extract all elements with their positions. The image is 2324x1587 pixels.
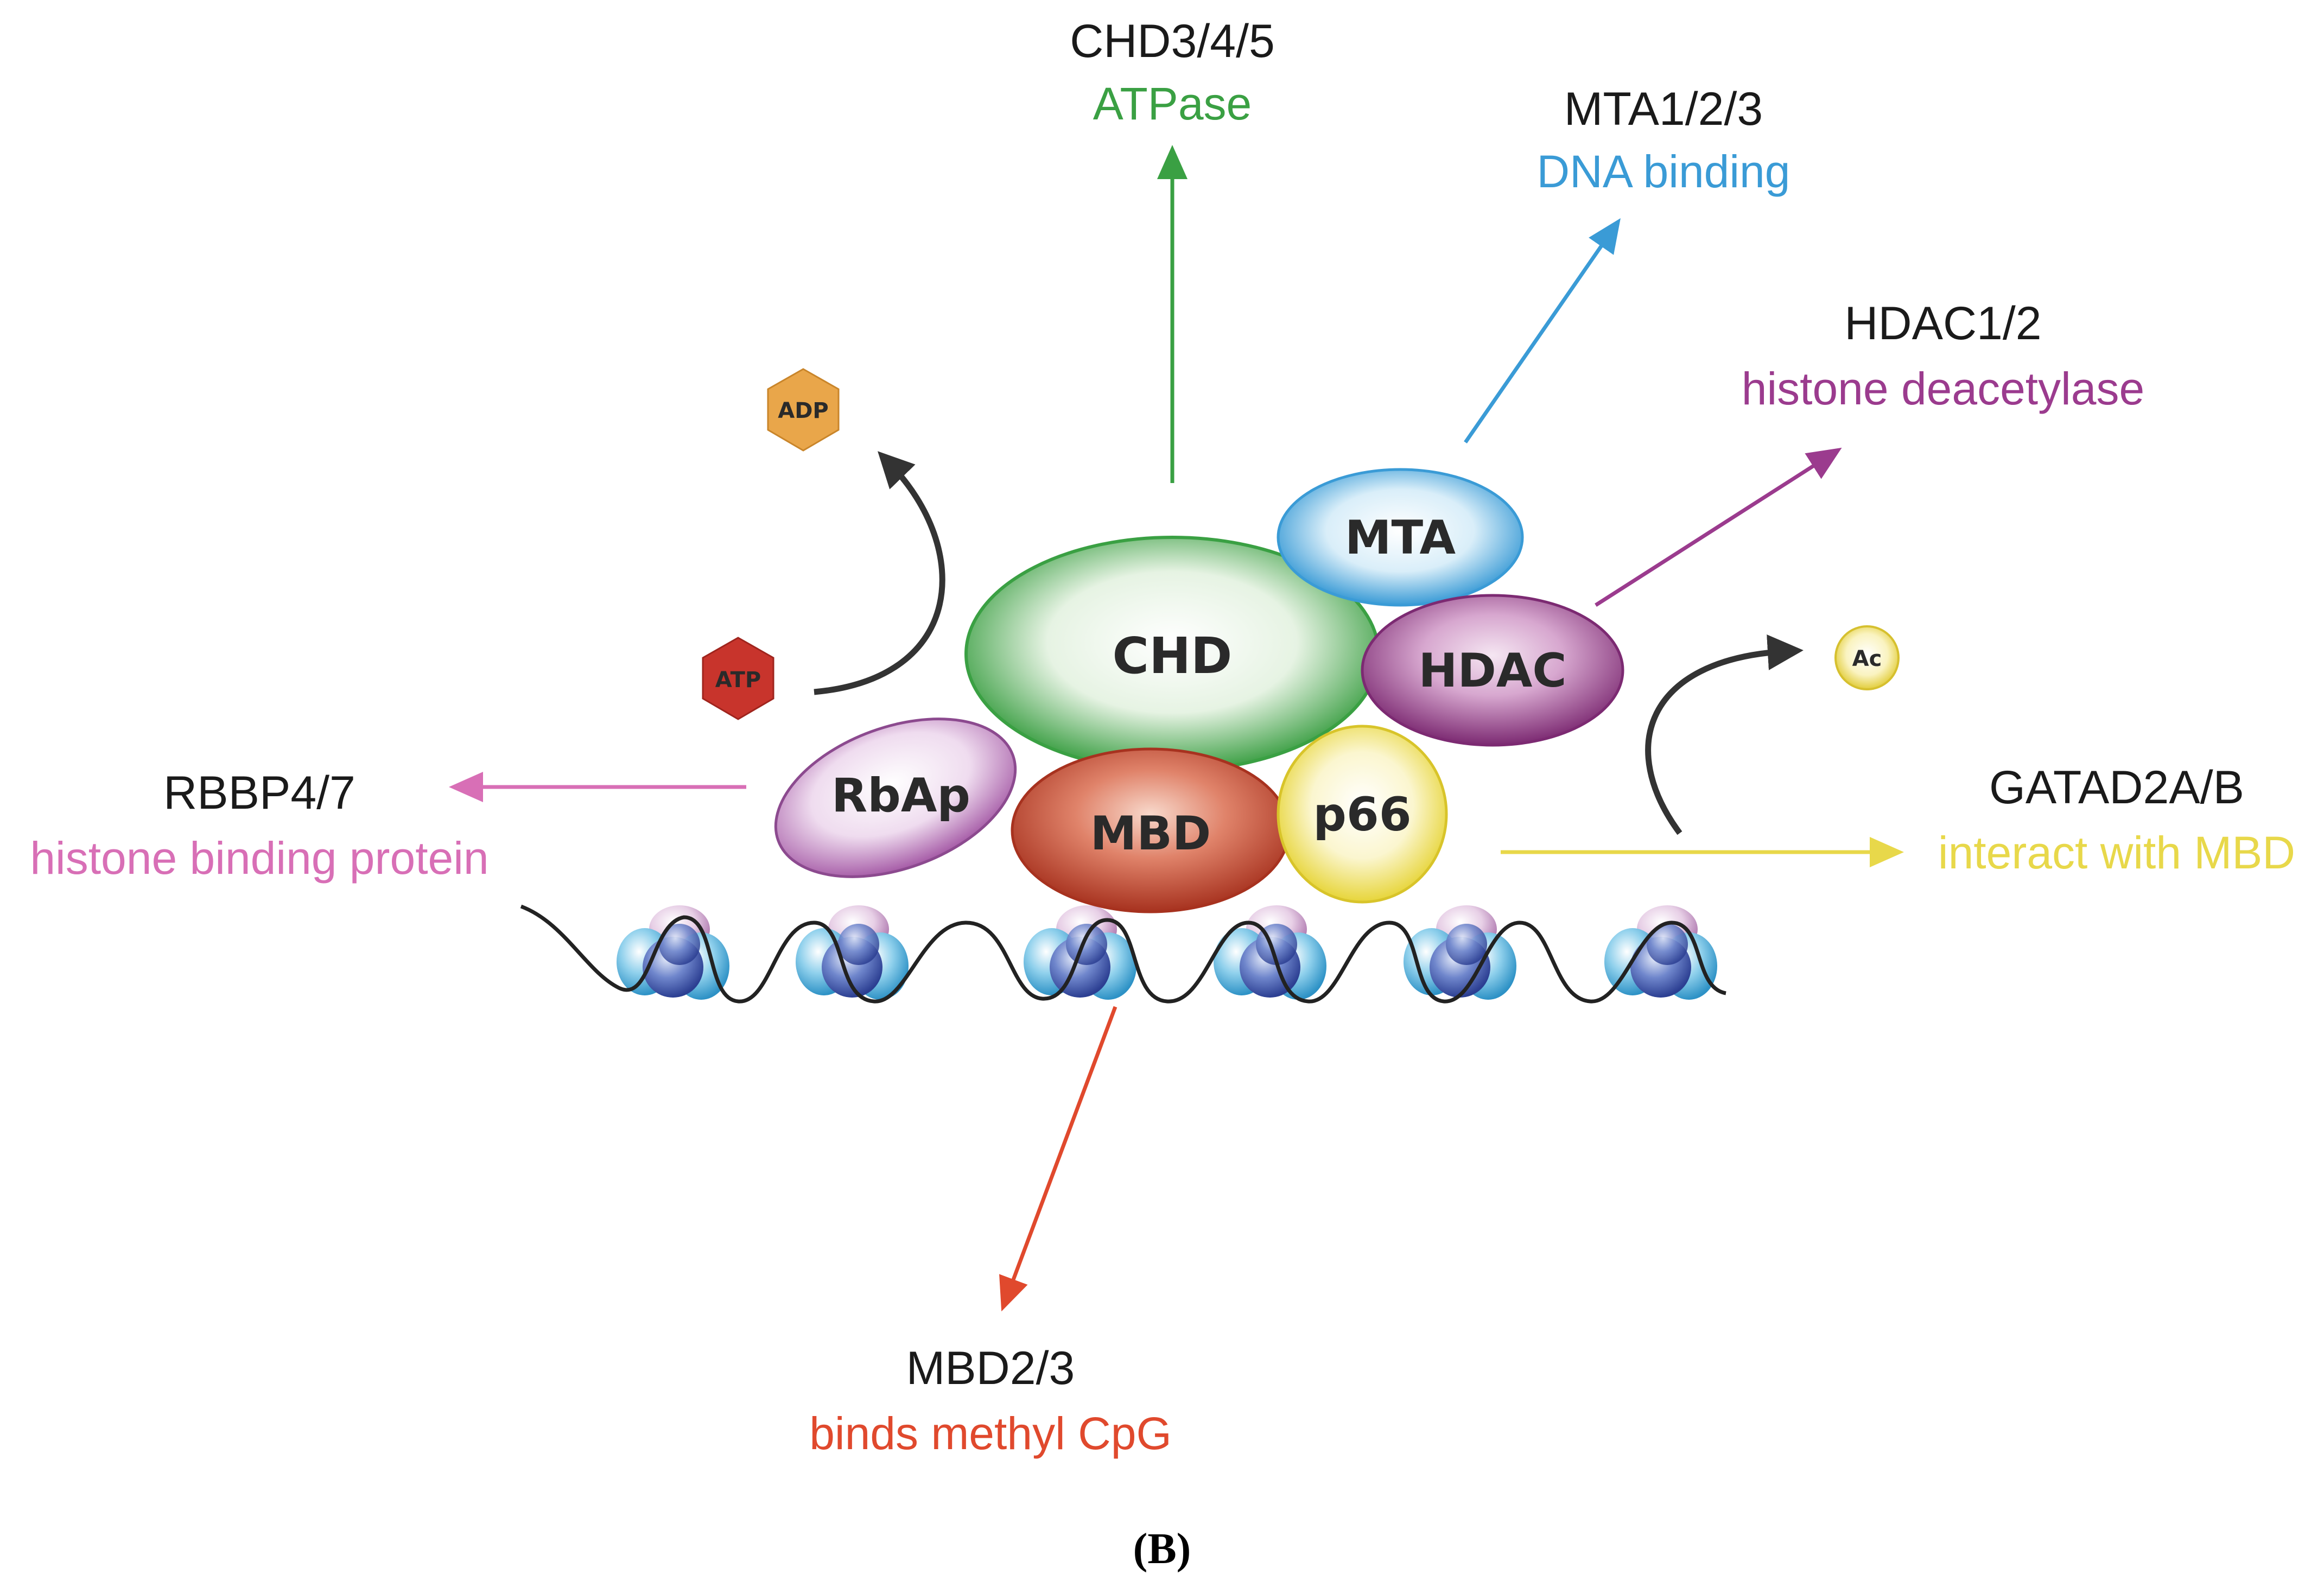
nucleosome	[1604, 905, 1717, 1000]
chd-function: ATPase	[1093, 78, 1252, 129]
gatad-title: GATAD2A/B	[1989, 761, 2244, 814]
mbd-title: MBD2/3	[906, 1342, 1075, 1394]
figure-caption: (B)	[1133, 1525, 1191, 1573]
atp-to-adp-arrow	[814, 451, 945, 695]
rbbp-function: histone binding protein	[30, 833, 488, 884]
nucleosome-array	[520, 904, 1726, 1004]
hdac-subunit-label: HDAC	[1418, 644, 1566, 698]
mta-arrow	[1464, 218, 1621, 443]
nucleosome	[1024, 905, 1136, 1000]
hdac-function: histone deacetylase	[1742, 363, 2145, 414]
acetyl-release-arrow	[1645, 634, 1804, 835]
mbd-label-group: MBD2/3 binds methyl CpG	[809, 1342, 1172, 1459]
mta-function: DNA binding	[1537, 146, 1790, 197]
acetyl-label: Ac	[1852, 646, 1882, 671]
p66-subunit-label: p66	[1313, 788, 1411, 842]
chd-title: CHD3/4/5	[1070, 15, 1275, 67]
mta-subunit-label: MTA	[1345, 511, 1456, 565]
mta-subunit	[1277, 468, 1524, 607]
hdac-arrow	[1595, 447, 1842, 607]
acetyl-circle: Ac	[1834, 625, 1900, 690]
gatad-function: interact with MBD	[1938, 827, 2295, 878]
adp-hexagon: ADP	[767, 368, 840, 452]
mbd-subunit-label: MBD	[1090, 807, 1211, 861]
mta-label-group: MTA1/2/3 DNA binding	[1537, 83, 1790, 197]
hdac-subunit	[1361, 594, 1624, 747]
rbap-subunit-label: RbAp	[831, 769, 970, 823]
gatad-label-group: GATAD2A/B interact with MBD	[1938, 761, 2295, 878]
atp-hexagon: ATP	[702, 637, 774, 720]
atp-label: ATP	[715, 668, 761, 693]
rbbp-title: RBBP4/7	[163, 767, 355, 819]
mbd-function: binds methyl CpG	[809, 1408, 1172, 1459]
nucleosome	[617, 905, 729, 1000]
dna-strand	[520, 904, 1726, 1004]
hdac-title: HDAC1/2	[1844, 297, 2041, 350]
rbbp-label-group: RBBP4/7 histone binding protein	[30, 767, 488, 884]
rbap-subunit	[774, 718, 1017, 878]
chd-subunit-label: CHD	[1113, 627, 1233, 685]
nucleosome	[1214, 905, 1326, 1000]
chd-label-group: CHD3/4/5 ATPase	[1070, 15, 1275, 129]
mta-title: MTA1/2/3	[1564, 83, 1763, 135]
p66-subunit	[1277, 725, 1448, 904]
adp-label: ADP	[778, 398, 828, 423]
hdac-label-group: HDAC1/2 histone deacetylase	[1742, 297, 2145, 414]
nucleosome	[1404, 905, 1516, 1000]
mbd-arrow	[999, 1006, 1117, 1312]
